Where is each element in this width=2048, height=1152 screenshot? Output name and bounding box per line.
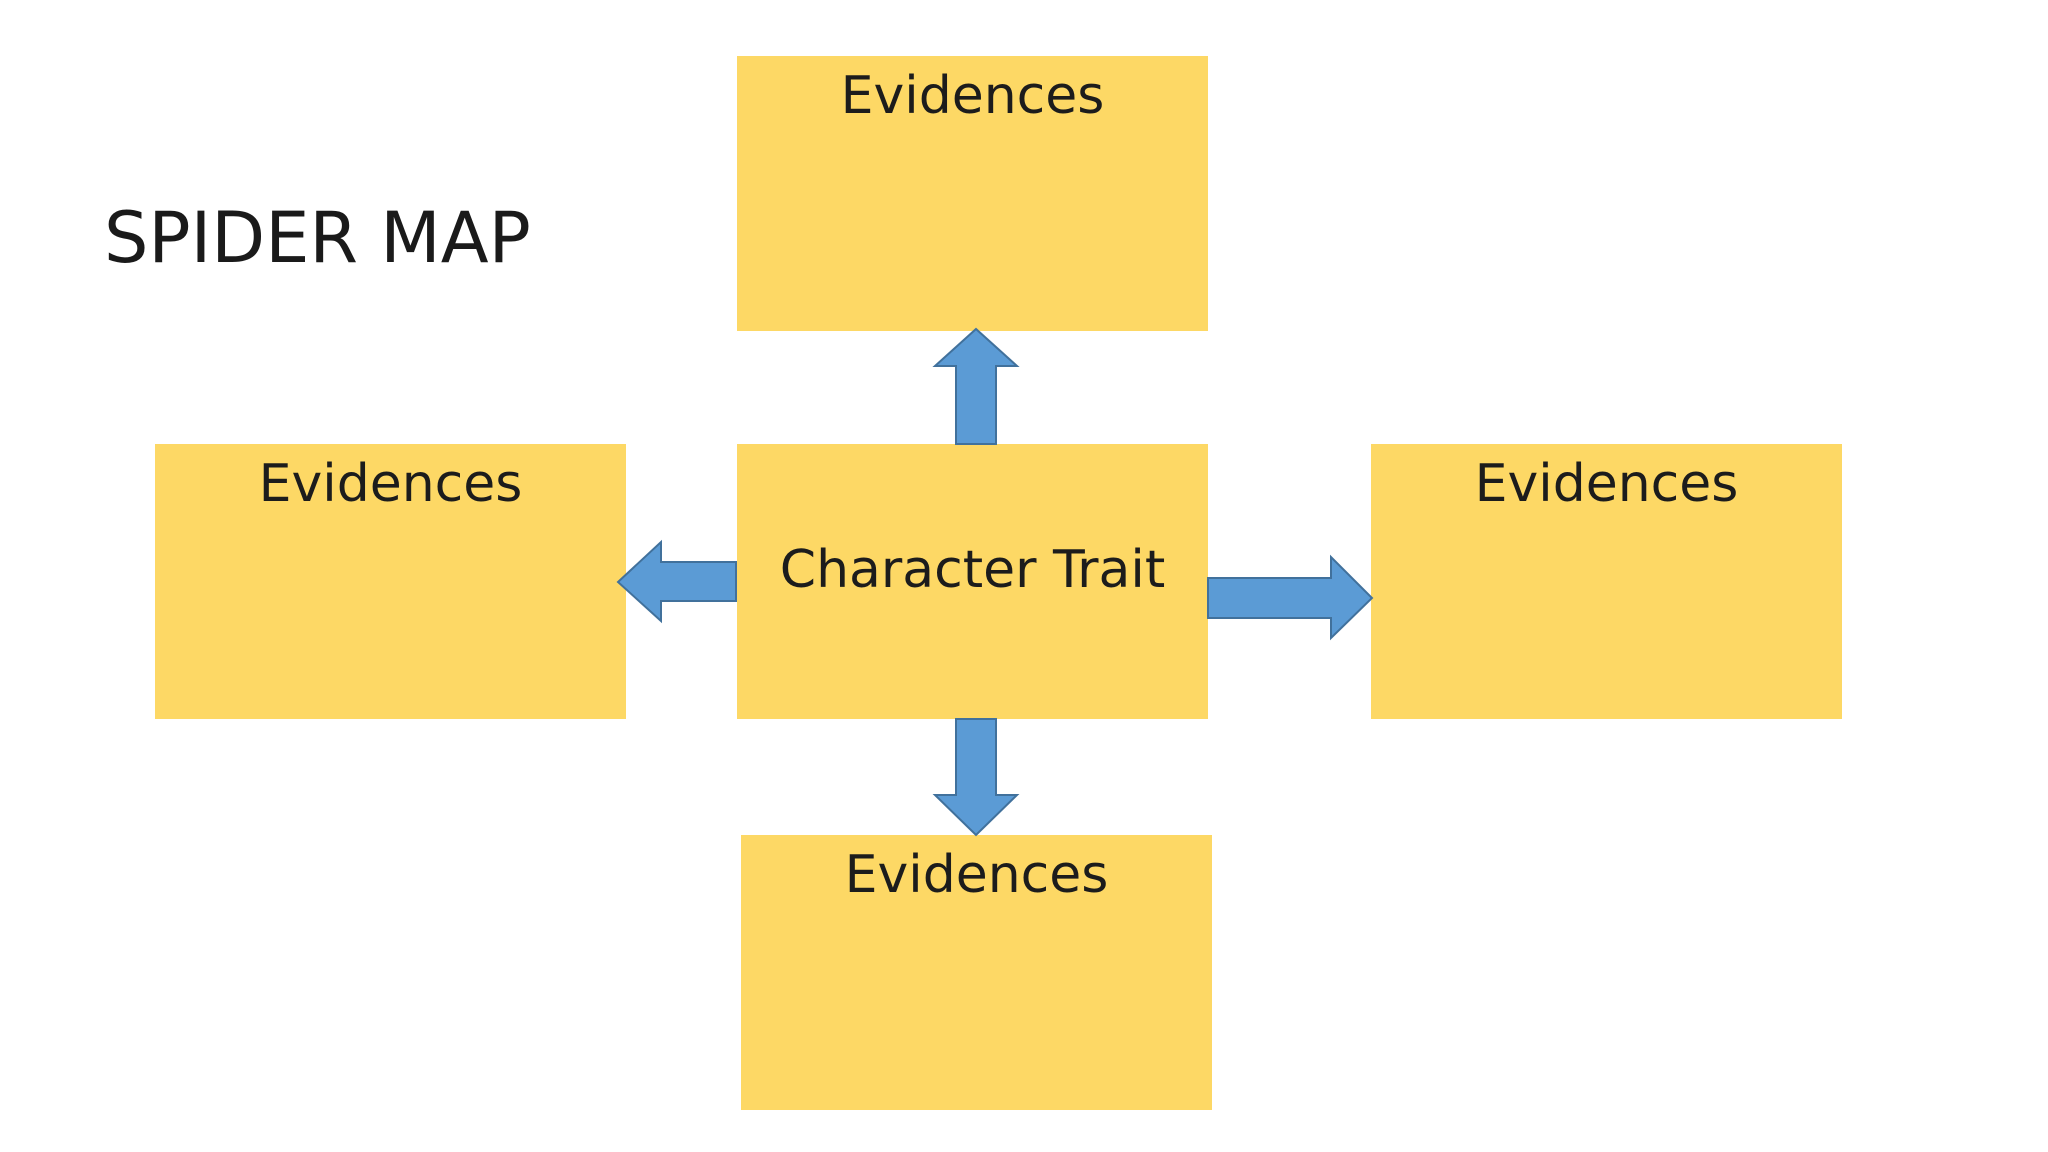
evidence-box-top: Evidences	[737, 56, 1208, 331]
evidence-box-left: Evidences	[155, 444, 626, 719]
arrow-up-icon	[932, 327, 1020, 445]
evidence-label-top: Evidences	[840, 66, 1105, 126]
evidence-label-left: Evidences	[258, 454, 523, 514]
page-title: SPIDER MAP	[104, 197, 531, 279]
evidence-box-bottom: Evidences	[741, 835, 1212, 1110]
character-trait-box: Character Trait	[737, 444, 1208, 719]
evidence-label-bottom: Evidences	[844, 845, 1109, 905]
character-trait-label: Character Trait	[779, 540, 1166, 600]
arrow-right-icon	[1207, 554, 1374, 641]
evidence-label-right: Evidences	[1474, 454, 1739, 514]
arrow-down-icon	[932, 718, 1020, 837]
evidence-box-right: Evidences	[1371, 444, 1842, 719]
arrow-left-icon	[616, 539, 737, 624]
